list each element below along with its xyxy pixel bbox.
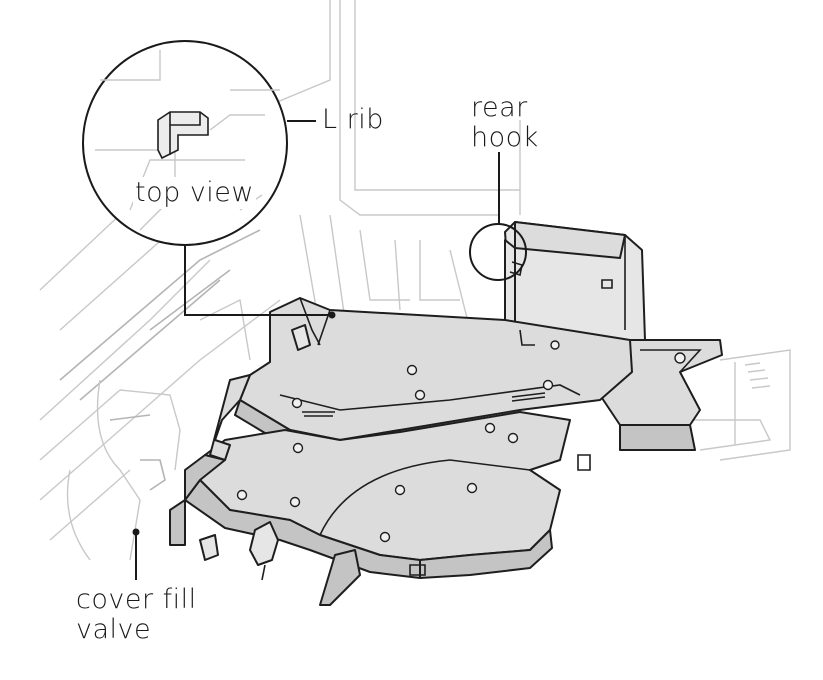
cover-fill-valve-label-line1: cover fill (76, 584, 197, 615)
cover-screws (236, 364, 554, 543)
cover-rear-section (504, 221, 646, 346)
appliance-interior-background (39, 0, 791, 561)
cover-front-flange (169, 374, 591, 606)
leader-lines (132, 120, 500, 580)
cover-lower-tray (184, 411, 571, 579)
rear-hook-label-line2: hook (471, 122, 539, 153)
top-view-label: top view (133, 177, 257, 209)
l-rib-label: L rib (322, 104, 384, 135)
cover-fill-valve-label-line2: valve (76, 614, 152, 645)
detail-magnifier (82, 40, 288, 246)
rear-hook-label-line1: rear (471, 92, 528, 123)
